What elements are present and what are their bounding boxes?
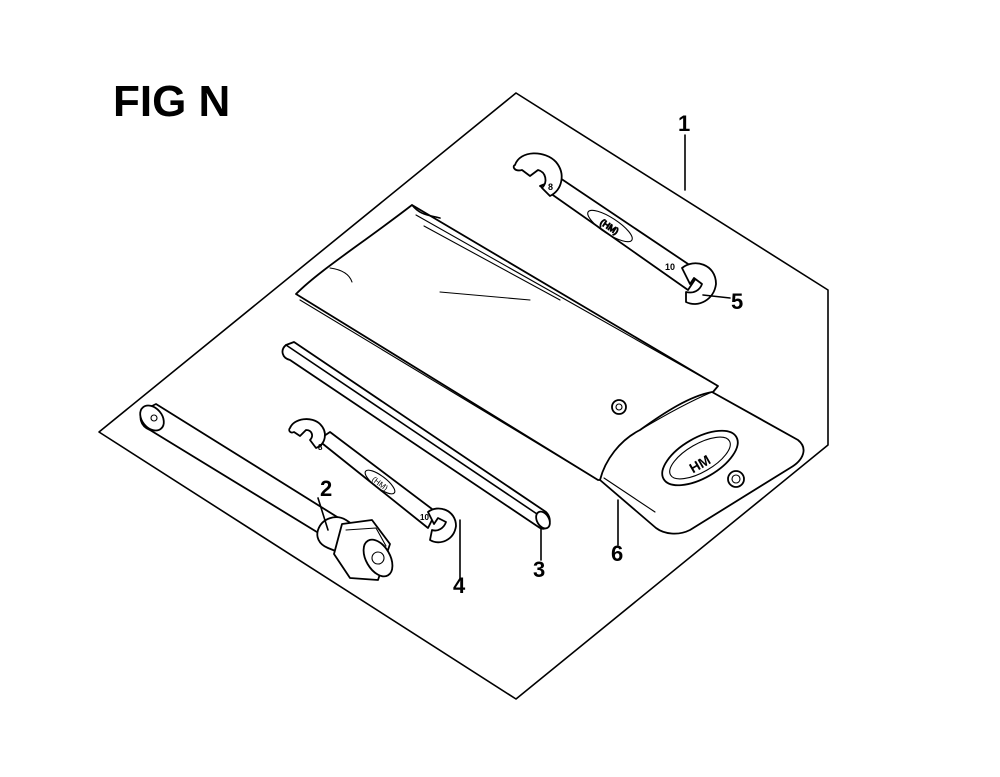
kit-boundary-outline (98, 92, 829, 700)
svg-text:8: 8 (548, 182, 553, 192)
tool-bag: HM (295, 204, 805, 535)
callout-part-2: 2 (320, 476, 332, 501)
svg-text:8: 8 (318, 443, 323, 452)
leader-lines (317, 134, 731, 579)
svg-text:10: 10 (665, 262, 675, 272)
callout-part-4: 4 (453, 573, 466, 598)
small-open-end-wrench: (HM) 8 10 (288, 418, 457, 544)
callout-part-5: 5 (731, 289, 743, 314)
spanner-handle-bar (281, 341, 551, 530)
figure-title: FIG N (113, 77, 230, 126)
svg-text:10: 10 (420, 513, 429, 522)
callout-part-3: 3 (533, 557, 545, 582)
large-open-end-wrench: (HM) 8 10 (512, 152, 717, 305)
callout-part-1: 1 (678, 111, 690, 136)
box-spanner-wrench (139, 403, 394, 581)
callout-part-6: 6 (611, 541, 623, 566)
